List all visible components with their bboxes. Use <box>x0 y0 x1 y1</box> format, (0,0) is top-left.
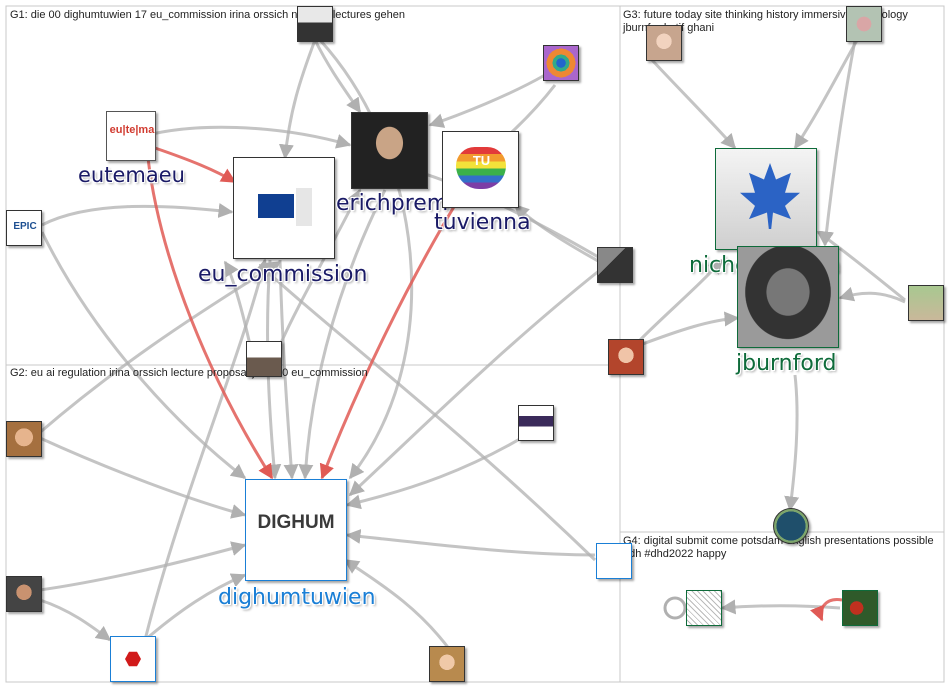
node-eutema[interactable]: eu|te|ma <box>106 111 156 161</box>
edge <box>810 598 843 622</box>
edge <box>650 58 737 150</box>
edge <box>278 188 362 346</box>
group-label-g2: G2: eu ai regulation irina orssich lectu… <box>10 367 368 379</box>
group-label-g4: G4: digital submit come potsdam english … <box>623 535 934 560</box>
node-avatar-g3-left[interactable] <box>646 25 682 61</box>
edge <box>39 436 247 519</box>
edge <box>345 428 536 510</box>
edge <box>41 203 234 227</box>
red-hex-icon <box>125 651 141 667</box>
node-avatar-g2-bearded[interactable] <box>6 576 42 612</box>
node-community-badge[interactable] <box>773 508 809 544</box>
edge <box>720 599 841 615</box>
node-g4-fruit[interactable] <box>842 590 878 626</box>
maple-leaf-icon <box>740 163 800 229</box>
label-eu-commission: eu_commission <box>198 262 368 287</box>
node-avatar-g2-left[interactable] <box>6 421 42 457</box>
edge <box>838 286 906 304</box>
edge <box>319 204 457 480</box>
edge <box>258 263 597 562</box>
edge <box>348 268 601 497</box>
eu-flag-icon <box>258 194 294 218</box>
node-avatar-g2-bottom[interactable] <box>429 646 465 682</box>
tu-logo-text: TU <box>472 153 491 168</box>
label-erichprem: erichprem <box>336 191 449 216</box>
node-erichprem[interactable] <box>351 112 428 189</box>
node-epic[interactable]: EPIC <box>6 210 42 246</box>
node-avatar-g2-small[interactable] <box>596 543 632 579</box>
node-avatar-g3-right[interactable] <box>846 6 882 42</box>
edge <box>345 528 596 557</box>
edge <box>39 541 247 592</box>
edge <box>40 231 247 480</box>
edge <box>144 573 247 642</box>
edge <box>638 258 724 342</box>
node-jburnford[interactable] <box>737 246 839 348</box>
edge <box>278 259 299 480</box>
edge <box>18 260 282 452</box>
edge <box>639 311 740 347</box>
self-loops <box>663 596 687 620</box>
node-tuvienna[interactable]: TU <box>442 131 519 208</box>
edge <box>39 598 112 642</box>
edge <box>816 230 906 302</box>
edge <box>146 157 274 480</box>
edge <box>793 34 862 150</box>
node-avatar-g2-right[interactable] <box>518 405 554 441</box>
edge <box>313 39 362 114</box>
label-dighumtuwien: dighumtuwien <box>218 585 376 610</box>
rainbow-heart-icon <box>456 147 506 189</box>
edge <box>819 39 857 247</box>
node-avatar-right-g1[interactable] <box>597 247 633 283</box>
label-eutemaeu: eutemaeu <box>78 163 185 187</box>
edge <box>318 38 414 480</box>
node-colorful-logo[interactable] <box>543 45 579 81</box>
edge <box>428 73 546 128</box>
node-avatar-mid[interactable] <box>246 341 282 377</box>
eutema-logo-text: eu|te|ma <box>109 124 155 136</box>
edge <box>154 146 237 184</box>
node-g4-sketch[interactable] <box>686 590 722 626</box>
node-avatar-top[interactable] <box>297 6 333 42</box>
epic-logo-text: EPIC <box>13 221 37 232</box>
edge <box>343 558 452 651</box>
edge <box>223 260 252 346</box>
node-dighum[interactable]: DIGHUM <box>245 479 347 581</box>
edge <box>143 258 269 641</box>
dighum-logo-text: DIGHUM <box>257 512 335 533</box>
edges-red <box>146 146 843 622</box>
edge <box>129 125 352 149</box>
edge <box>298 189 387 480</box>
node-red-hex[interactable] <box>110 636 156 682</box>
eu-doc-shape <box>296 188 312 226</box>
label-tuvienna: tuvienna <box>434 210 531 235</box>
edge <box>784 374 800 512</box>
label-jburnford: jburnford <box>736 351 837 376</box>
node-eu-commission[interactable] <box>233 157 335 259</box>
node-avatar-g3-grass[interactable] <box>908 285 944 321</box>
edge <box>513 203 601 264</box>
node-niche-canada[interactable] <box>715 148 817 250</box>
edge <box>278 39 317 160</box>
node-avatar-g3-redhead[interactable] <box>608 339 644 375</box>
